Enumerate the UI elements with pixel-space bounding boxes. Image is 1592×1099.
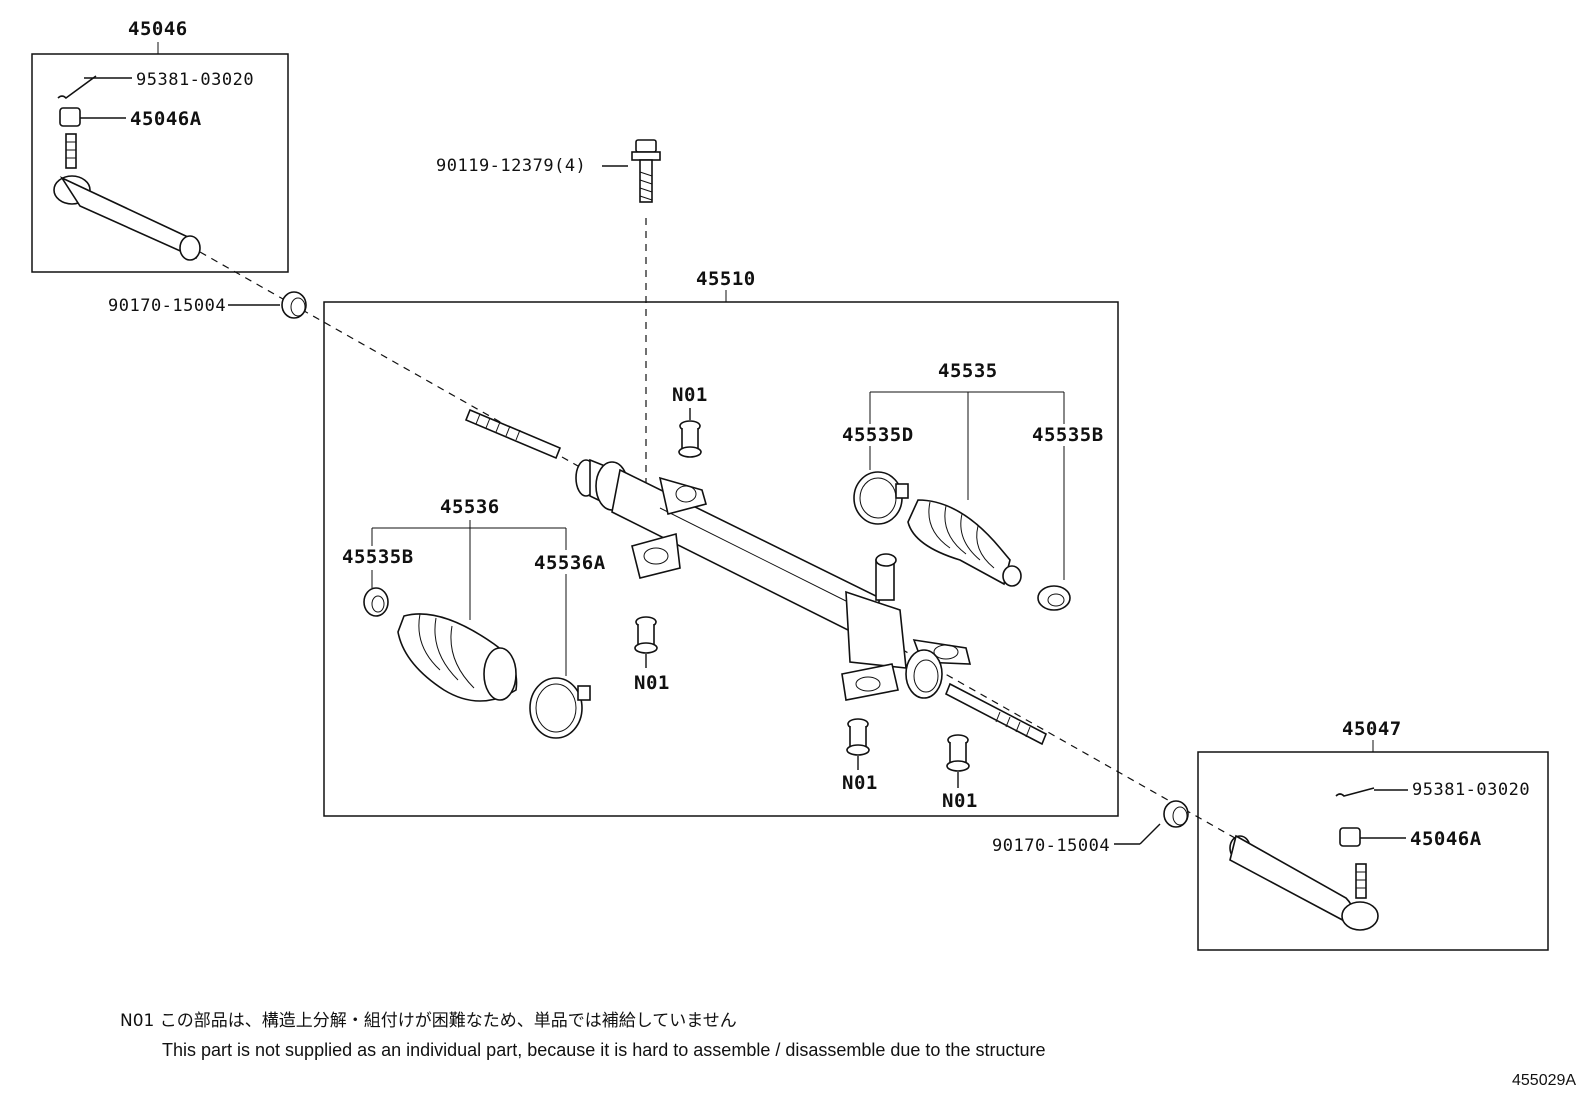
callout-clamp-rh-d[interactable]: 45535D [842, 424, 914, 446]
boot-rh-drawing [907, 499, 1022, 587]
boot-kit-rh-bracket [869, 391, 1065, 580]
tie-rod-end-lh-box [31, 53, 289, 273]
clip-rh-b-drawing [1037, 585, 1071, 611]
callout-clamp-lh-a[interactable]: 45536A [534, 552, 606, 574]
diagram-code: 455029A [1512, 1072, 1577, 1089]
footnote-japanese: N01 この部品は、構造上分解・組付けが困難なため、単品では補給していません [120, 1006, 737, 1031]
callout-clip-lh-b[interactable]: 45535B [342, 546, 414, 568]
n01-bottom-right-drawing [946, 734, 970, 788]
tie-rod-end-lh-drawing [53, 75, 201, 261]
clamp-lh-a-drawing [529, 677, 591, 739]
callout-clip-rh-b[interactable]: 45535B [1032, 424, 1104, 446]
n01-upper-drawing [678, 408, 702, 458]
boot-kit-lh-bracket [371, 520, 567, 676]
footnote-code: N01 [120, 1011, 155, 1031]
callout-cotter-pin-lh[interactable]: 95381-03020 [136, 70, 255, 90]
callout-boot-kit-rh[interactable]: 45535 [938, 360, 998, 382]
bushing-rh-drawing [1114, 800, 1189, 845]
callout-n01-bottom-mid[interactable]: N01 [842, 772, 878, 794]
callout-bushing-rh[interactable]: 90170-15004 [992, 836, 1111, 856]
steering-rack-drawing [464, 408, 1048, 746]
footnote-english: This part is not supplied as an individu… [162, 1040, 1046, 1060]
callout-n01-upper[interactable]: N01 [672, 384, 708, 406]
callout-tie-rod-end-rh[interactable]: 45047 [1342, 718, 1402, 740]
callout-n01-bottom-right[interactable]: N01 [942, 790, 978, 812]
bolt-drawing [602, 139, 661, 203]
n01-bottom-mid-drawing [846, 718, 870, 770]
callout-n01-lower-left[interactable]: N01 [634, 672, 670, 694]
gear-assembly-box [323, 301, 1119, 817]
clip-lh-b-drawing [363, 587, 389, 617]
callout-gear-assembly[interactable]: 45510 [696, 268, 756, 290]
footnote-japanese-text: この部品は、構造上分解・組付けが困難なため、単品では補給していません [159, 1011, 737, 1031]
tie-rod-end-rh-drawing [1229, 787, 1408, 931]
callout-cotter-pin-rh[interactable]: 95381-03020 [1412, 780, 1531, 800]
callout-tie-rod-end-lh[interactable]: 45046 [128, 18, 188, 40]
boot-lh-drawing [397, 613, 518, 702]
callout-bolt[interactable]: 90119-12379(4) [436, 156, 587, 176]
callout-nut-lh[interactable]: 45046A [130, 108, 202, 130]
n01-lower-left-drawing [634, 616, 658, 668]
callout-boot-kit-lh[interactable]: 45536 [440, 496, 500, 518]
callout-bushing-lh[interactable]: 90170-15004 [108, 296, 227, 316]
clamp-rh-d-drawing [853, 471, 903, 525]
callout-nut-rh[interactable]: 45046A [1410, 828, 1482, 850]
bushing-lh-drawing [228, 291, 307, 319]
